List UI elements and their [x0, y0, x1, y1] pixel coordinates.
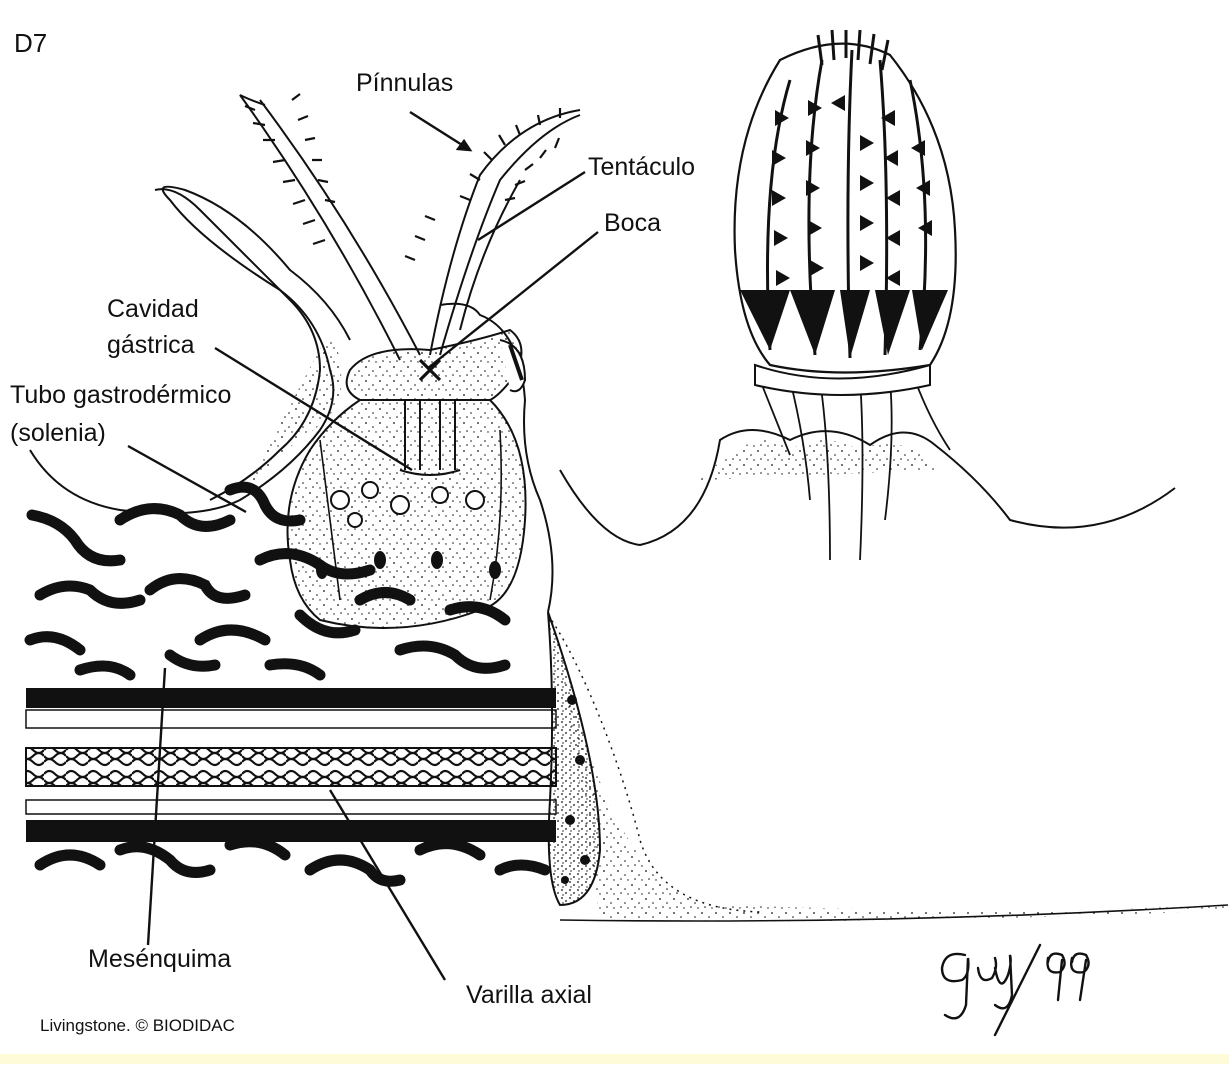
bottom-strip — [0, 1054, 1229, 1064]
